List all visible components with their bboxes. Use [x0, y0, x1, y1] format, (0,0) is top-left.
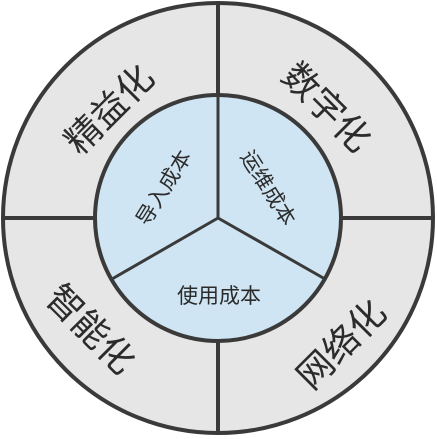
label-shiyong-chengben: 使用成本 — [177, 284, 261, 308]
inner-divider-left — [111, 216, 219, 281]
inner-divider-right — [217, 216, 326, 281]
